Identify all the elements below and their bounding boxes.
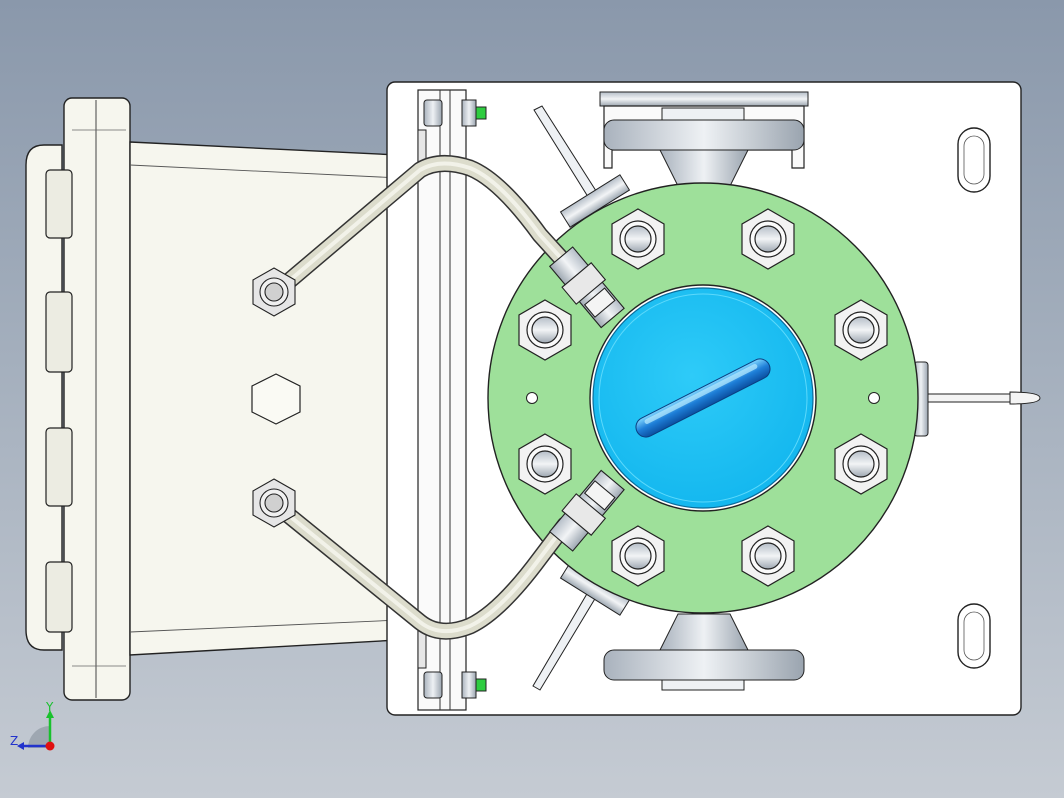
clamp-bolt-top <box>423 99 487 127</box>
slot-top-right <box>957 127 991 193</box>
y-axis-label: Y <box>45 700 54 714</box>
inlet-spool-top <box>599 91 809 187</box>
impulse-tubes <box>267 155 579 640</box>
z-axis-label: Z <box>10 734 18 748</box>
y-axis-arrow <box>46 710 54 718</box>
tube-fittings-right <box>548 246 625 552</box>
slot-bottom-right <box>957 603 991 669</box>
meter-cap[interactable] <box>589 284 817 512</box>
enclosure-lid <box>25 144 63 651</box>
left-enclosure[interactable] <box>25 97 415 701</box>
flange-bolts <box>518 208 888 587</box>
enclosure-flange <box>63 97 131 701</box>
hex-boss <box>251 373 301 425</box>
clamp-bolt-bottom <box>423 671 487 699</box>
enclosure-ribs <box>45 169 73 633</box>
clamp-bar <box>417 89 467 711</box>
outlet-spool-bottom <box>603 613 805 691</box>
tube-fittings-left <box>252 267 296 528</box>
axis-triad[interactable]: Y Z <box>10 700 55 751</box>
cap-handle[interactable] <box>633 355 774 440</box>
x-axis-dot <box>45 741 55 751</box>
z-axis-arrow <box>17 742 24 750</box>
